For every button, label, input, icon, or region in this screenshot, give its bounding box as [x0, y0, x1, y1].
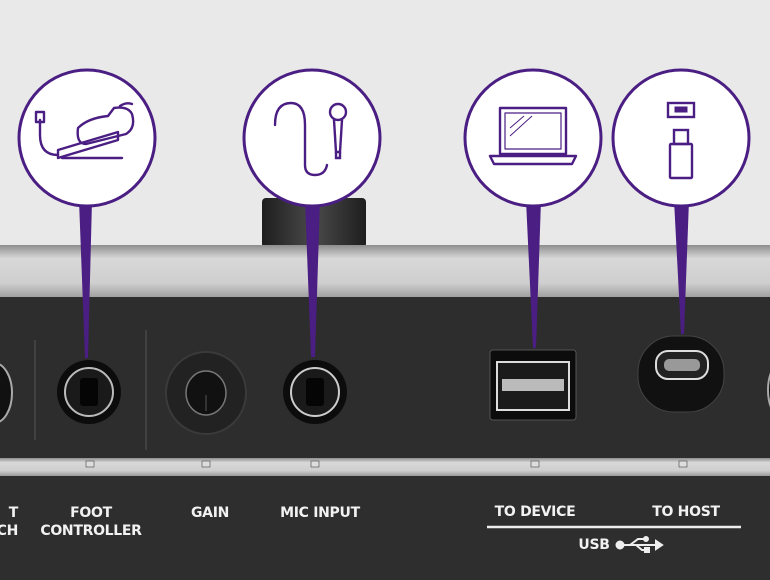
label-line: T	[8, 505, 19, 521]
mic-input-jack	[283, 360, 347, 424]
gain-control	[165, 351, 247, 435]
bottom-strip	[0, 458, 770, 476]
label-line: CONTROLLER	[40, 523, 142, 539]
top-band	[0, 245, 770, 299]
foot-controller-jack	[57, 360, 121, 424]
callout-pointer	[526, 200, 541, 348]
callout-pointer	[79, 200, 92, 358]
label-usb: USB	[578, 537, 610, 553]
label-foot-controller: FOOT CONTROLLER	[36, 504, 146, 540]
label-line: FOOT	[70, 505, 112, 521]
usb-stick-icon	[666, 101, 696, 180]
usb-symbol-icon	[615, 536, 664, 553]
laptop-icon	[488, 106, 578, 166]
microphone-icon	[273, 101, 348, 177]
usb-to-host-port	[637, 335, 725, 413]
label-to-host: TO HOST	[652, 504, 720, 520]
label-mic-input: MIC INPUT	[280, 505, 360, 521]
foot-pedal-icon	[34, 102, 135, 160]
label-switch-partial: T CH	[0, 504, 18, 540]
label-gain: GAIN	[190, 505, 230, 521]
callout-pointer	[674, 200, 689, 334]
usb-to-device-port	[489, 349, 577, 421]
label-to-device: TO DEVICE	[494, 504, 576, 520]
callout-pointer	[305, 200, 320, 357]
label-line: CH	[0, 523, 18, 539]
sustain-jack	[0, 363, 13, 423]
